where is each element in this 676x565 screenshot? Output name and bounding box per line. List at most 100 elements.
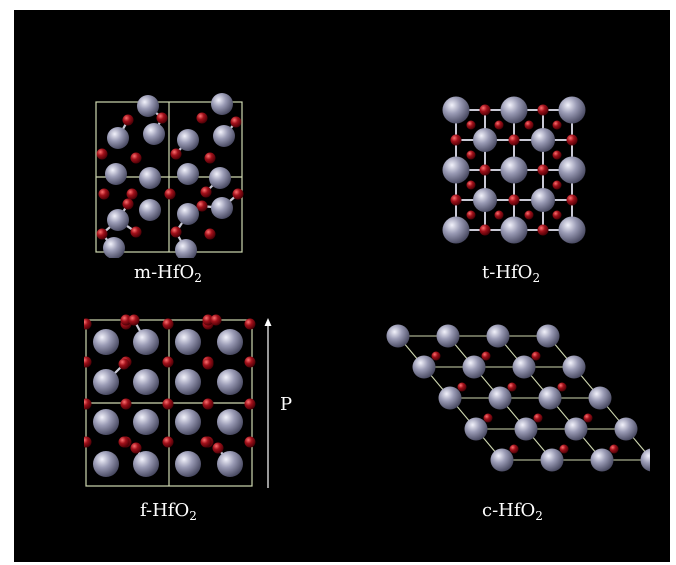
- hf-atom: [139, 199, 161, 221]
- hf-atom: [133, 451, 159, 477]
- hf-atom: [386, 324, 410, 348]
- up-arrow-icon: [264, 318, 272, 488]
- o-atom: [481, 351, 491, 361]
- hf-atom: [562, 355, 586, 379]
- hf-atom: [175, 369, 201, 395]
- f-hfo2-label: f-HfO2: [140, 500, 197, 523]
- o-atom: [457, 382, 467, 392]
- hf-atom: [588, 386, 612, 410]
- c-hfo2-label: c-HfO2: [482, 500, 543, 523]
- o-atom: [84, 318, 92, 330]
- o-atom: [212, 442, 224, 454]
- hf-atom: [490, 448, 514, 472]
- o-atom: [450, 134, 462, 146]
- o-atom: [466, 180, 476, 190]
- hf-atom: [133, 409, 159, 435]
- o-atom: [126, 188, 138, 200]
- hf-atom: [133, 369, 159, 395]
- hf-atom: [488, 386, 512, 410]
- hf-atom: [175, 451, 201, 477]
- o-atom: [450, 194, 462, 206]
- hf-atom: [473, 188, 497, 212]
- o-atom: [244, 356, 256, 368]
- o-atom: [466, 150, 476, 160]
- o-atom: [156, 112, 168, 124]
- hf-atom: [217, 409, 243, 435]
- o-atom: [531, 351, 541, 361]
- hf-atom: [175, 329, 201, 355]
- o-atom: [552, 120, 562, 130]
- t-hfo2-label: t-HfO2: [482, 262, 541, 285]
- hf-atom: [540, 448, 564, 472]
- hf-atom: [531, 188, 555, 212]
- hf-atom: [217, 369, 243, 395]
- o-atom: [479, 224, 491, 236]
- o-atom: [170, 148, 182, 160]
- hf-atom: [139, 167, 161, 189]
- o-atom: [98, 188, 110, 200]
- o-atom: [202, 358, 214, 370]
- o-atom: [122, 114, 134, 126]
- hf-atom: [531, 128, 555, 152]
- hf-atom: [93, 329, 119, 355]
- t-hfo2-structure: [442, 96, 586, 244]
- o-atom: [508, 194, 520, 206]
- hf-atom: [514, 417, 538, 441]
- hf-atom: [500, 96, 528, 124]
- hf-atom: [93, 451, 119, 477]
- o-atom: [533, 413, 543, 423]
- o-atom: [84, 398, 92, 410]
- hf-atom: [412, 355, 436, 379]
- o-atom: [96, 228, 108, 240]
- o-atom: [96, 148, 108, 160]
- o-atom: [244, 318, 256, 330]
- o-atom: [466, 210, 476, 220]
- hf-atom: [538, 386, 562, 410]
- o-atom: [552, 210, 562, 220]
- o-atom: [244, 436, 256, 448]
- hf-atom: [213, 125, 235, 147]
- o-atom: [566, 134, 578, 146]
- hf-atom: [143, 123, 165, 145]
- m-hfo2-structure: [95, 93, 244, 258]
- o-atom: [244, 398, 256, 410]
- hf-atom: [177, 163, 199, 185]
- hf-atom: [177, 129, 199, 151]
- o-atom: [431, 351, 441, 361]
- hf-atom: [464, 417, 488, 441]
- o-atom: [118, 436, 130, 448]
- o-atom: [509, 444, 519, 454]
- o-atom: [162, 436, 174, 448]
- hf-atom: [486, 324, 510, 348]
- o-atom: [204, 152, 216, 164]
- o-atom: [466, 120, 476, 130]
- o-atom: [130, 226, 142, 238]
- hf-atom: [209, 167, 231, 189]
- o-atom: [494, 120, 504, 130]
- o-atom: [202, 314, 214, 326]
- hf-atom: [438, 386, 462, 410]
- hf-atom: [462, 355, 486, 379]
- hf-atom: [175, 409, 201, 435]
- o-atom: [120, 398, 132, 410]
- o-atom: [494, 210, 504, 220]
- hf-atom: [500, 156, 528, 184]
- hf-atom: [512, 355, 536, 379]
- o-atom: [118, 358, 130, 370]
- o-atom: [200, 186, 212, 198]
- hf-atom: [133, 329, 159, 355]
- o-atom: [559, 444, 569, 454]
- o-atom: [128, 314, 140, 326]
- o-atom: [196, 200, 208, 212]
- hf-atom: [442, 216, 470, 244]
- o-atom: [170, 226, 182, 238]
- hf-atom: [93, 369, 119, 395]
- hf-atom: [536, 324, 560, 348]
- o-atom: [202, 398, 214, 410]
- o-atom: [84, 436, 92, 448]
- hf-atom: [177, 203, 199, 225]
- o-atom: [210, 314, 222, 326]
- hf-atom: [93, 409, 119, 435]
- o-atom: [566, 194, 578, 206]
- figure-canvas: m-HfO2 t-HfO2 f-HfO2 P c-HfO2: [14, 10, 670, 562]
